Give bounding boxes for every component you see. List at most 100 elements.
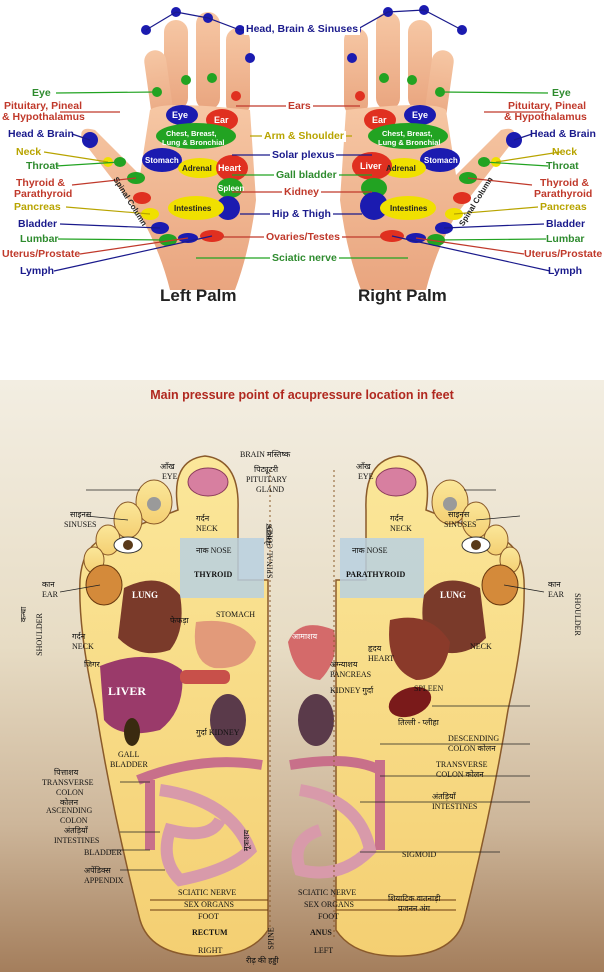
right-label-hypothalamus: & Hypothalamus — [504, 111, 587, 123]
left-palm-chest: Chest, Breast, — [166, 129, 217, 138]
left-label-parathyroid: Parathyroid — [14, 188, 73, 200]
right-palm-ear: Ear — [372, 115, 387, 125]
left-label-bladder: Bladder — [18, 218, 58, 230]
left-palm-caption: Left Palm — [160, 286, 237, 305]
right-foot-liver — [100, 656, 183, 734]
feet-label-neck2-hi-r: गर्दन — [72, 632, 86, 641]
left-label-pituitary: Pituitary, Pineal — [4, 100, 82, 112]
label-solar-plexus: Solar plexus — [270, 149, 337, 161]
right-foot-nose-thyroid-zone — [180, 538, 264, 598]
feet-label-eye-r: EYE — [162, 472, 178, 481]
feet-label-kidney-r: गुर्दा KIDNEY — [196, 728, 240, 737]
left-foot-stomach — [288, 625, 336, 680]
feet-label-lung-r: LUNG — [132, 590, 159, 600]
feet-label-colon-hi: कोलन — [60, 798, 79, 807]
left-foot-transverse-colon — [289, 756, 383, 775]
feet-label-prajanan: प्रजनन अंग — [398, 904, 430, 913]
left-palm-ear: Ear — [214, 115, 229, 125]
right-label-throat: Throat — [546, 160, 579, 172]
feet-label-sex-r: SEX ORGANS — [184, 900, 235, 909]
feet-label-rectum: RECTUM — [192, 928, 228, 937]
feet-label-pituitary-hi: पिट्यूटरी — [254, 465, 279, 474]
feet-label-brain: BRAIN मस्तिष्क — [240, 450, 291, 459]
left-label-lymph: Lymph — [20, 265, 55, 277]
left-palm-adrenal: Adrenal — [182, 164, 212, 173]
left-foot-brain — [375, 467, 417, 497]
right-palm-lung: Lung & Bronchial — [378, 138, 441, 147]
right-label-uterus-prostate: Uterus/Prostate — [524, 248, 603, 260]
right-foot-eye-point — [147, 497, 161, 511]
right-foot-stomach — [194, 620, 256, 669]
right-label-pituitary: Pituitary, Pineal — [508, 100, 586, 112]
right-foot-small-intestine — [159, 784, 258, 887]
right-label-neck: Neck — [552, 146, 578, 158]
feet-label-right: RIGHT — [198, 946, 223, 955]
right-palm-intestines: Intestines — [390, 204, 428, 213]
right-label-lumbar: Lumbar — [546, 233, 585, 245]
feet-label-trans-hi: पित्ताशय — [54, 768, 79, 777]
palm-illustration — [43, 5, 561, 290]
right-palm-caption: Right Palm — [358, 286, 447, 305]
label-ovaries-testes: Ovaries/Testes — [264, 231, 342, 243]
right-foot-ear — [85, 564, 123, 606]
feet-label-reedh: रीढ़ की हड्डी — [246, 956, 279, 965]
feet-label-sinuses-hi-l: साइनस — [448, 510, 470, 519]
right-label-thyroid: Thyroid & — [540, 177, 589, 189]
feet-label-spleen-hi: तिल्ली - प्लीहा — [398, 718, 439, 727]
feet-label-sinuses-r: SINUSES — [64, 520, 97, 529]
feet-label-gall2: BLADDER — [110, 760, 148, 769]
left-foot-heart — [389, 617, 450, 680]
right-foot-pancreas — [180, 670, 230, 684]
feet-label-desc1: DESCENDING — [448, 734, 500, 743]
feet-label-mutrashay: मूत्राशय — [242, 829, 252, 852]
left-palm-spleen: Spleen — [218, 184, 245, 193]
right-palm-zones — [352, 105, 490, 246]
right-palm-stomach: Stomach — [424, 156, 458, 165]
right-palm-adrenal: Adrenal — [386, 164, 416, 173]
left-label-eye: Eye — [32, 87, 51, 99]
feet-label-spine: SPINE — [266, 927, 276, 950]
left-label-uterus-prostate: Uterus/Prostate — [2, 248, 81, 260]
left-palm-heart: Heart — [218, 163, 242, 173]
feet-label-intestines: INTESTINES — [54, 836, 100, 845]
left-palm-eye: Eye — [172, 110, 189, 120]
right-foot-lung — [118, 580, 182, 654]
right-label-lymph: Lymph — [548, 265, 583, 277]
feet-label-ear-hi-l: कान — [548, 580, 561, 589]
right-label-parathyroid: Parathyroid — [534, 188, 593, 200]
feet-label-shoulder-l: SHOULDER — [572, 593, 582, 636]
feet-label-neck-hi-r: गर्दन — [196, 514, 210, 523]
feet-label-sex-l: SEX ORGANS — [304, 900, 355, 909]
label-head-brain-sinuses: Head, Brain & Sinuses — [244, 23, 361, 35]
feet-leader-lines — [59, 489, 545, 871]
left-label-hypothalamus: & Hypothalamus — [2, 111, 85, 123]
feet-label-neck2-l: NECK — [470, 642, 492, 651]
feet-label-asc1: ASCENDING — [46, 806, 93, 815]
right-label-eye: Eye — [552, 87, 571, 99]
feet-label-stomach: STOMACH — [216, 610, 255, 619]
feet-title: Main pressure point of acupressure locat… — [150, 388, 454, 402]
feet-label-gall1: GALL — [118, 750, 140, 759]
feet-label-trans2: COLON — [56, 788, 84, 797]
feet-label-sinuses-hi-r: साइनस — [70, 510, 92, 519]
feet-label-eye-hi-r: आँख — [160, 462, 175, 471]
feet-label-liver-hi: जिगर — [84, 660, 100, 669]
feet-label-sciatic-hi: शियाटिक वातनाड़ी — [388, 894, 441, 903]
feet-label-sinuses-l: SINUSES — [444, 520, 477, 529]
left-foot-eye-point — [443, 497, 457, 511]
feet-label-ear-l: EAR — [548, 590, 564, 599]
palm-diagram: Head, Brain & Sinuses Ears Arm & Shoulde… — [0, 0, 604, 330]
right-palm-chest: Chest, Breast, — [382, 129, 433, 138]
feet-label-parathyroid: PARATHYROID — [346, 570, 406, 579]
left-palm-intestines: Intestines — [174, 204, 212, 213]
feet-label-nose-r: नाक NOSE — [196, 546, 232, 555]
left-label-throat: Throat — [26, 160, 59, 172]
feet-label-trans-r1: TRANSVERSE — [436, 760, 488, 769]
right-palm-eye: Eye — [412, 110, 429, 120]
feet-label-sciatic-r: SCIATIC NERVE — [178, 888, 237, 897]
feet-label-ear-hi-r: कान — [42, 580, 55, 589]
left-label-thyroid: Thyroid & — [16, 177, 65, 189]
left-label-head-brain: Head & Brain — [8, 128, 74, 140]
feet-label-appendix-hi: अपेंडिक्स — [84, 866, 111, 875]
feet-label-pituitary: PITUITARY — [246, 475, 288, 484]
